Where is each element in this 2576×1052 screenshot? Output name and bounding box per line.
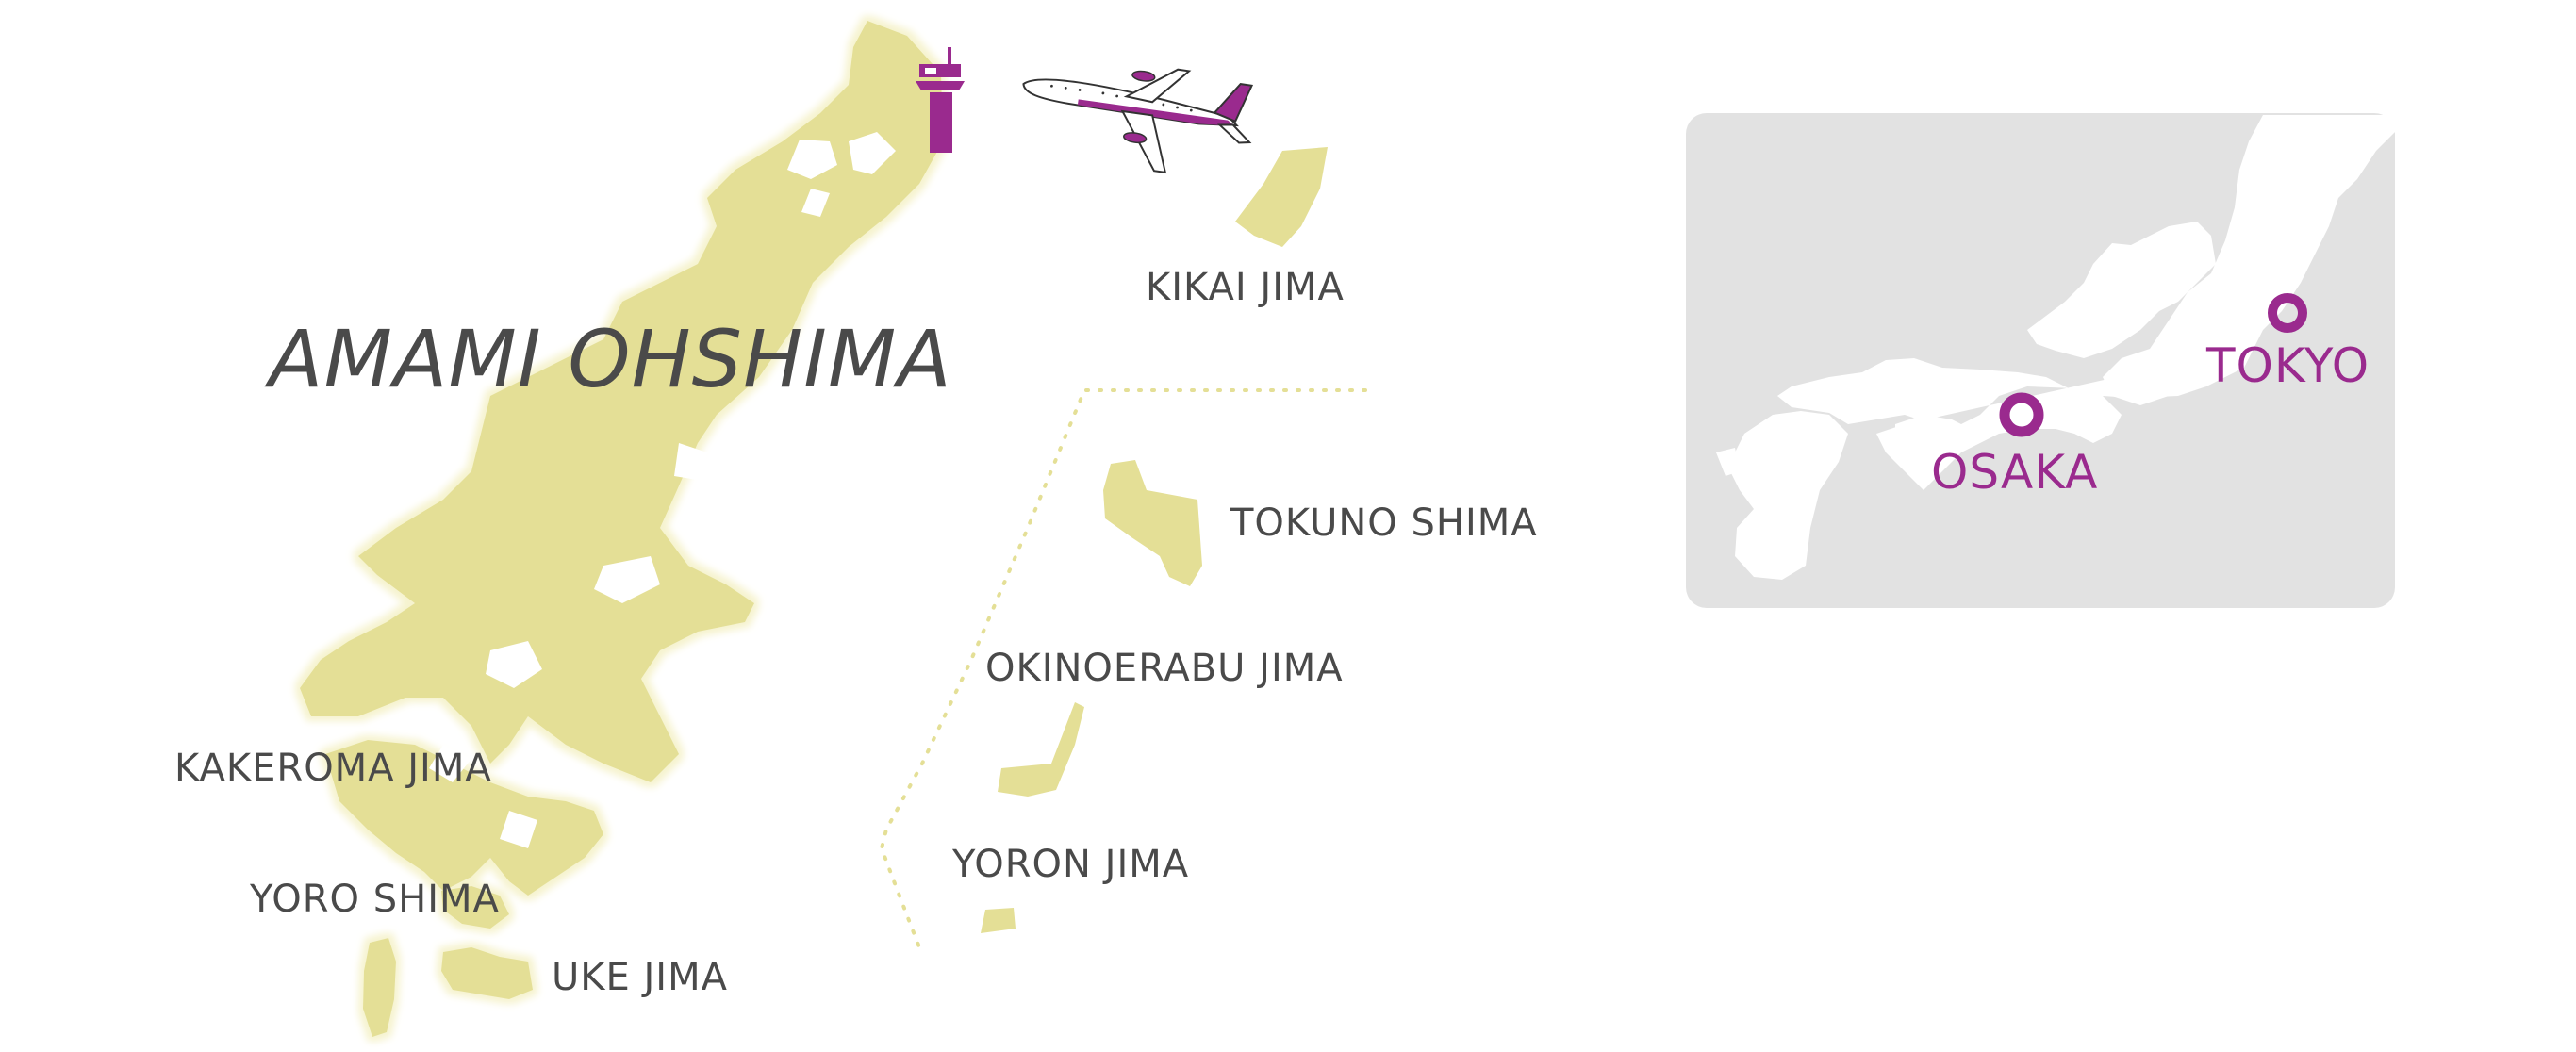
kakeroma-jima-label: KAKEROMA JIMA [174, 747, 492, 790]
okinoerabu-jima-island [998, 702, 1084, 797]
uke-jima-island [441, 947, 533, 999]
uke-jima-label: UKE JIMA [552, 956, 728, 999]
okinoerabu-jima-label: OKINOERABU JIMA [985, 647, 1344, 690]
kikai-jima-island [1235, 147, 1328, 247]
yoro-shima-island [441, 886, 509, 929]
inset-background [1686, 113, 2395, 608]
yoro-shima-label: YORO SHIMA [249, 878, 500, 921]
tokyo-marker [2268, 293, 2307, 333]
tokuno-shima-label: TOKUNO SHIMA [1230, 501, 1538, 545]
city-marker-icon [1999, 392, 2044, 437]
prefecture-divider-line [879, 388, 1367, 949]
tokyo-label: TOKYO [2205, 338, 2370, 393]
kikai-jima-label: KIKAI JIMA [1146, 266, 1345, 309]
small-west-islet [363, 938, 396, 1037]
amami-ohshima-island [300, 21, 943, 782]
kakeroma-jima-island [325, 740, 603, 896]
yoron-jima-island [981, 908, 1016, 933]
osaka-marker [1999, 392, 2044, 437]
tokuno-shima-island [1103, 460, 1202, 586]
control-tower-icon [916, 47, 965, 153]
city-marker-icon [2268, 293, 2307, 333]
coast-inlets [429, 132, 896, 848]
yoron-jima-label: YORON JIMA [951, 843, 1189, 886]
japan-inset-map: OSAKA TOKYO [1686, 113, 2395, 608]
osaka-label: OSAKA [1931, 445, 2098, 500]
amami-island-group [300, 21, 943, 1037]
southern-islands [981, 147, 1328, 933]
airplane-icon [1022, 68, 1254, 174]
amami-ohshima-label: AMAMI OHSHIMA [264, 313, 952, 405]
